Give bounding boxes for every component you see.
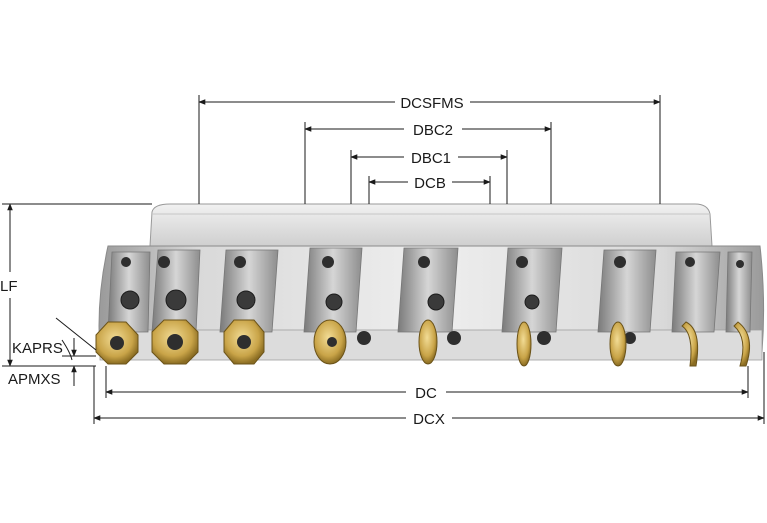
insert-2 [151,319,199,365]
insert-8 [681,321,699,367]
insert-4 [313,319,347,365]
label-dbc1: DBC1 [411,150,451,167]
label-dbc2: DBC2 [413,122,453,139]
label-dcsfms: DCSFMS [400,95,463,112]
cutter-top-hub [149,203,713,247]
insert-6 [516,321,532,367]
insert-5 [418,319,438,365]
insert-9 [733,321,751,367]
dimension-lines [2,95,765,424]
cutting-inserts [95,319,751,367]
label-dcb: DCB [414,175,446,192]
insert-1 [95,321,139,365]
label-kaprs: KAPRS [12,340,63,357]
insert-3 [223,319,265,365]
dimension-labels: DCSFMS DBC2 DBC1 DCB LF KAPRS APMXS DC D… [0,95,464,428]
label-lf: LF [0,278,18,295]
label-dcx: DCX [413,411,445,428]
clamp-screws [120,256,744,345]
insert-7 [609,321,627,367]
label-apmxs: APMXS [8,371,61,388]
label-dc: DC [415,385,437,402]
